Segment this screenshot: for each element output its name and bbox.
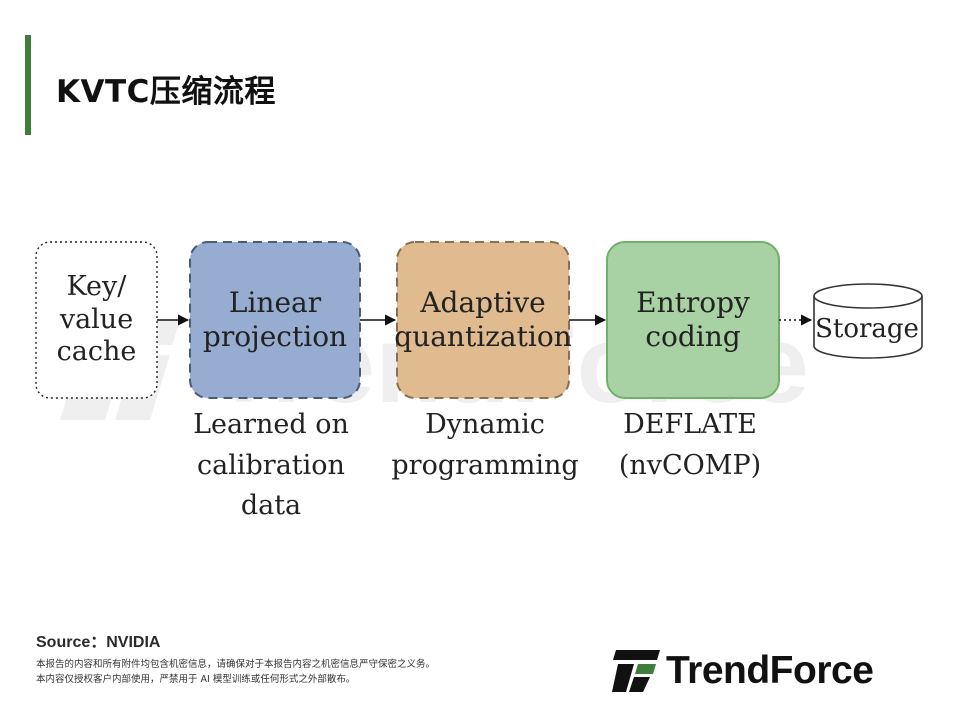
disclaimer: 本报告的内容和所有附件均包含机密信息，请确保对于本报告内容之机密信息严守保密之义… [36, 657, 435, 687]
slide-title: KVTC压缩流程 [56, 74, 276, 110]
linear-projection-subtitle: Learned on calibration data [193, 409, 349, 521]
disclaimer-line-1: 本报告的内容和所有附件均包含机密信息，请确保对于本报告内容之机密信息严守保密之义… [36, 659, 436, 670]
trendforce-logo-icon [612, 650, 660, 692]
entropy-coding-subtitle: DEFLATE (nvCOMP) [618, 409, 762, 481]
storage-label: Storage [815, 314, 919, 345]
linear-projection-label: Linear projection [202, 286, 348, 353]
entropy-coding-label: Entropy coding [636, 286, 750, 353]
source-note: Source：NVIDIA [36, 634, 161, 651]
kv-cache-label: Key/ value cache [56, 271, 137, 368]
adaptive-quantization-box [396, 241, 570, 399]
logo-text: TrendForce [666, 649, 874, 692]
adaptive-quantization-label: Adaptive quantization [394, 286, 572, 353]
title-accent-bar [25, 35, 31, 135]
linear-projection-box [189, 241, 361, 399]
storage-cylinder [813, 283, 923, 359]
kv-cache-box [35, 241, 158, 399]
adaptive-quantization-subtitle: Dynamic programming [391, 409, 579, 481]
trendforce-logo: TrendForce [612, 646, 932, 696]
disclaimer-line-2: 本内容仅授权客户内部使用，严禁用于 AI 模型训练或任何形式之外部散布。 [36, 674, 356, 685]
